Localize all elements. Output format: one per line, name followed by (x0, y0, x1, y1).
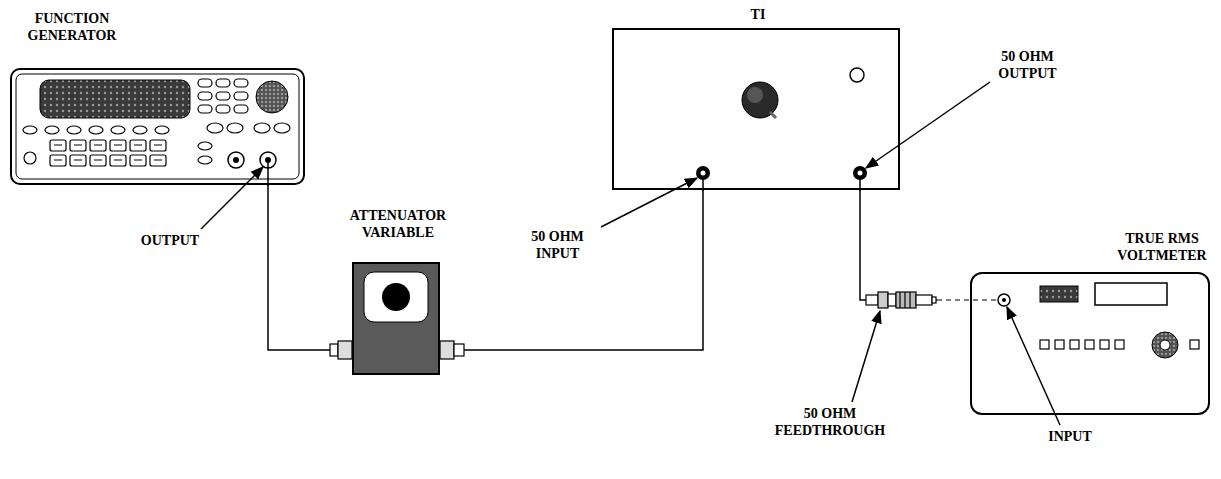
test-instrument: TI (612, 28, 900, 190)
port-label: 50 OHM INPUT (510, 228, 605, 262)
cable (860, 190, 970, 300)
equipment-name: TI (708, 6, 808, 23)
ti-panel (696, 68, 867, 191)
true-rms-voltmeter: TRUE RMS VOLTMETER (970, 272, 1210, 415)
voltmeter-panel (998, 283, 1199, 358)
cable (268, 185, 352, 350)
attenuator-fittings (330, 341, 464, 359)
port-label: 50 OHM OUTPUT (975, 48, 1080, 82)
equipment-name: ATTENUATOR VARIABLE (333, 207, 463, 241)
attenuator-body (352, 262, 440, 375)
feedthrough-symbol (866, 292, 998, 308)
equipment-name: TRUE RMS VOLTMETER (1112, 230, 1212, 264)
function-generator-panel (16, 74, 299, 186)
leader-lines (201, 82, 1060, 425)
cable (440, 190, 703, 350)
equipment-name: FUNCTION GENERATOR (22, 10, 122, 44)
variable-attenuator: ATTENUATOR VARIABLE (352, 262, 440, 375)
port-label: INPUT (1040, 428, 1100, 445)
function-generator: FUNCTION GENERATOR (10, 68, 305, 185)
part-label: 50 OHM FEEDTHROUGH (760, 405, 900, 439)
port-label: OUTPUT (130, 232, 210, 249)
